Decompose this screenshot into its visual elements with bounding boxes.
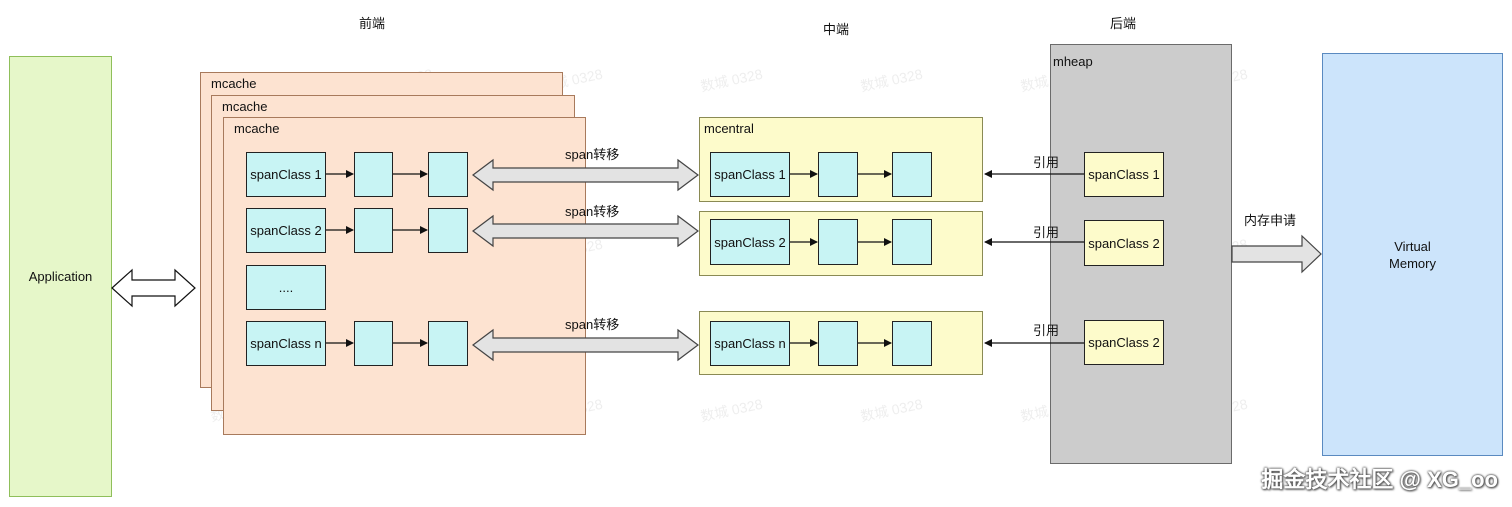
- span-block: [428, 152, 468, 197]
- span-block: [354, 152, 393, 197]
- span-block: [818, 219, 858, 265]
- mcentral-spanclass-n: spanClass n: [710, 321, 790, 366]
- span-block: [428, 321, 468, 366]
- mheap-label: mheap: [1053, 54, 1093, 69]
- reference-label-2: 引用: [1033, 225, 1060, 240]
- header-frontend: 前端: [358, 16, 385, 31]
- reference-label-1: 引用: [1033, 155, 1060, 170]
- span-transfer-label-n: span转移: [565, 317, 620, 332]
- span-transfer-arrow-1: [472, 158, 699, 192]
- virtual-memory-box: Virtual Memory: [1322, 53, 1503, 456]
- mcache-spanclass-2: spanClass 2: [246, 208, 326, 253]
- span-block: [354, 321, 393, 366]
- virtual-memory-line2: Memory: [1389, 255, 1436, 271]
- mcache-label: mcache: [222, 99, 268, 114]
- mcache-spanclass-1: spanClass 1: [246, 152, 326, 197]
- virtual-memory-line1: Virtual: [1394, 238, 1431, 254]
- span-block: [818, 152, 858, 197]
- mcache-label: mcache: [234, 121, 280, 136]
- span-transfer-arrow-n: [472, 328, 699, 362]
- mcache-spanclass-n: spanClass n: [246, 321, 326, 366]
- span-block: [892, 219, 932, 265]
- memory-request-label: 内存申请: [1244, 213, 1297, 228]
- span-transfer-label-1: span转移: [565, 147, 620, 162]
- reference-label-n: 引用: [1033, 323, 1060, 338]
- span-block: [892, 321, 932, 366]
- mcentral-spanclass-2: spanClass 2: [710, 219, 790, 265]
- mcentral-spanclass-1: spanClass 1: [710, 152, 790, 197]
- application-box: Application: [9, 56, 112, 497]
- span-block: [892, 152, 932, 197]
- application-label: Application: [28, 269, 93, 284]
- header-middle: 中端: [822, 22, 849, 37]
- header-backend: 后端: [1109, 16, 1136, 31]
- mcentral-label: mcentral: [704, 121, 754, 136]
- span-block: [428, 208, 468, 253]
- mcache-ellipsis: ....: [246, 265, 326, 310]
- mheap-spanclass-n: spanClass 2: [1084, 320, 1164, 365]
- brand-watermark: 掘金技术社区 @ XG_oo: [1261, 467, 1498, 492]
- span-transfer-arrow-2: [472, 214, 699, 248]
- mcache-label: mcache: [211, 76, 257, 91]
- span-transfer-label-2: span转移: [565, 204, 620, 219]
- app-mcache-double-arrow: [111, 268, 196, 308]
- span-block: [818, 321, 858, 366]
- mheap-spanclass-2: spanClass 2: [1084, 220, 1164, 266]
- memory-request-arrow: [1231, 234, 1322, 274]
- span-block: [354, 208, 393, 253]
- mheap-spanclass-1: spanClass 1: [1084, 152, 1164, 197]
